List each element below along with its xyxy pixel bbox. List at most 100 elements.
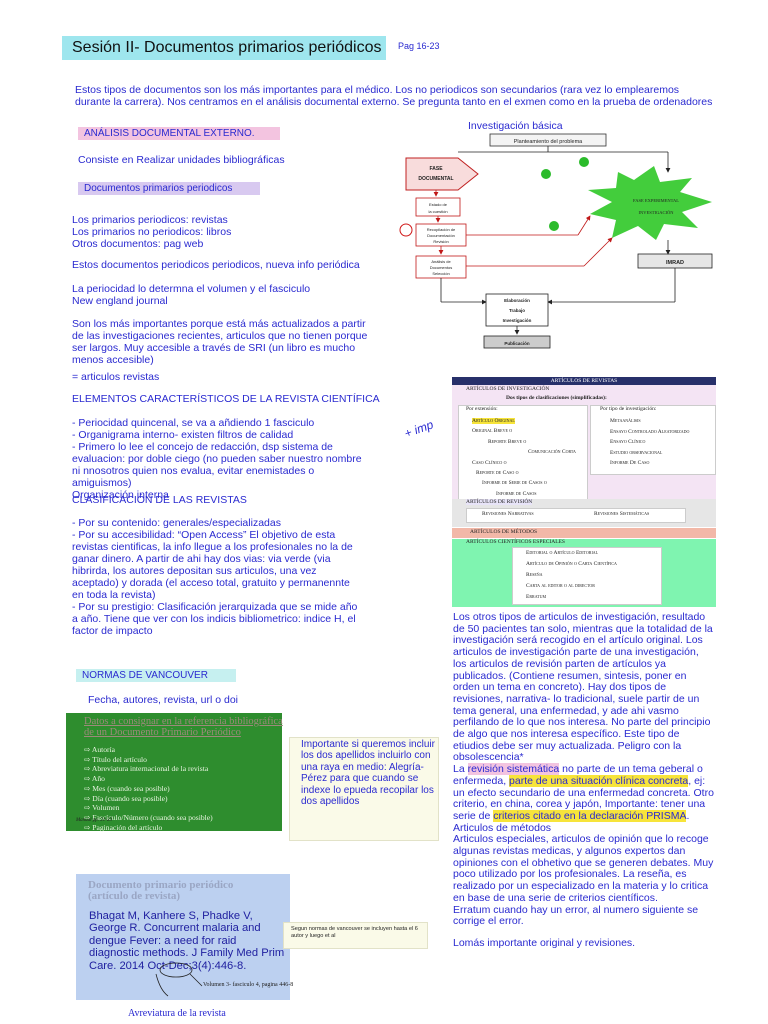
metodos-heading: ARTÍCULOS DE MÉTODOS: [470, 529, 538, 535]
tipo-items: Metaanálisis Ensayo Controlado Aleatoriz…: [600, 416, 689, 469]
rev-item-sistematicas: Revisiones Sistemáticas: [594, 511, 650, 517]
extension-items: Artículo Original Original Breve o Repor…: [462, 416, 576, 499]
elaboracion-label: Elaboración: [504, 298, 530, 303]
datos-item: ⇨ Mes (cuando sea posible): [84, 783, 170, 793]
clasificacion-item: - Por su prestigio: Clasificación jerarq…: [72, 601, 358, 637]
text-span: La: [453, 763, 465, 776]
tipo-libros: Los primarios no periodicos: libros: [72, 226, 232, 238]
circle-mark: [399, 223, 413, 237]
highlight-situacion-clinica: parte de una situación clínica concreta: [509, 774, 689, 787]
reference-heading-line: Documento primario periódico: [88, 879, 234, 891]
dos-tipos: Dos tipos de clasificaciones (simplifica…: [506, 395, 607, 401]
importantes-text: Son los más importantes porque está más …: [72, 318, 368, 366]
abreviatura-label: Avreviatura de la revista: [128, 1008, 226, 1019]
por-tipo-col: [590, 405, 716, 475]
periodicidad-text: La periocidad lo determna el volumen y e…: [72, 283, 310, 307]
datos-item: ⇨ Fascículo/Número (cuando sea posible): [84, 812, 213, 822]
highlight-prisma: criterios citado en la declaración PRISM…: [493, 809, 687, 822]
esp-item: Reseña: [526, 572, 543, 578]
tipo-web: Otros documentos: pag web: [72, 238, 204, 250]
datos-item: ⇨ Paginación del artículo: [84, 822, 163, 832]
reference-heading: Documento primario periódico (artículo d…: [88, 880, 233, 902]
nejm-line: New england journal: [72, 295, 168, 307]
tipos-list: Los primarios periodicos: revistas Los p…: [72, 214, 231, 250]
datos-item: ⇨ Título del artículo: [84, 754, 147, 764]
esp-item: Erratum: [526, 594, 547, 600]
clasificacion-heading: CLASIFICACIÓN DE LAS REVISTAS: [72, 494, 247, 506]
elaboracion-label: Investigación: [503, 318, 532, 323]
investigation-diagram: Planteamiento del problema FASE DOCUMENT…: [399, 133, 713, 349]
page-title: Sesión II- Documentos primarios periódic…: [62, 36, 386, 60]
fecha-autores-text: Fecha, autores, revista, url o doi: [88, 694, 238, 706]
tipo-item: Ensayo Clínico: [610, 439, 646, 446]
annotation-arrows: [155, 962, 203, 997]
elementos-heading: ELEMENTOS CARACTERÍSTICOS DE LA REVISTA …: [72, 393, 380, 405]
fase-experimental-burst: [588, 166, 712, 240]
ext-item: Caso Clínico o: [472, 459, 507, 466]
manual-footnote: Manual pp. 21-23: [76, 818, 112, 823]
nueva-info-text: Estos documentos periodicos periodicos, …: [72, 259, 360, 271]
text-span: , ej: un efecto secundario de una enferm…: [453, 774, 714, 822]
label-docs-primarios: Documentos primarios periodicos: [78, 182, 260, 195]
imrad-label: IMRAD: [666, 260, 684, 266]
revision-heading: ARTÍCULOS DE REVISIÓN: [466, 499, 533, 505]
ext-item: Original Breve o: [472, 428, 513, 435]
vancouver-note-box: [283, 922, 428, 949]
text-span: no parte de un tema geberal o enfermeda,: [453, 763, 703, 787]
tipo-item: Metaanálisis: [610, 418, 641, 424]
box-label: la cuestión: [428, 209, 447, 214]
elaboracion-label: Trabajo: [509, 308, 525, 313]
datos-referencia-list: ⇨ Autoría ⇨ Título del artículo ⇨ Abrevi…: [84, 745, 213, 832]
esp-item: Artículo de Opinión o Carta Científica: [526, 561, 617, 567]
elemento-item: Organización interna: [72, 489, 169, 501]
box-label: Estado de: [429, 202, 448, 207]
erratum-paragraph: Erratum cuando hay un error, al numero s…: [453, 903, 699, 928]
especiales-paragraph: Articulos especiales, articulos de opini…: [453, 833, 714, 904]
datos-referencia-card: [66, 713, 282, 831]
reference-heading-line: (artículo de revista): [88, 890, 181, 902]
fase-exp-label-2: INVESTIGACIÓN: [639, 210, 675, 215]
elemento-item: - Periocidad quincenal, se va a añdiendo…: [72, 417, 315, 429]
esp-item: Editorial o Artículo Editorial: [526, 550, 599, 556]
elaboracion-box: [485, 293, 549, 327]
ext-item: Reporte Breve o: [488, 438, 527, 445]
box-label: Análisis de: [431, 259, 451, 264]
metodos-line: Articulos de métodos: [453, 821, 552, 834]
vancouver-note-text: Segun normas de vancouver se incluyen ha…: [291, 926, 418, 939]
revision-sistematica-paragraph: La revisión sistemática no parte de un t…: [453, 763, 715, 823]
especiales-items-box: [512, 547, 662, 605]
ext-item: Informe de Casos: [496, 490, 537, 497]
fase-doc-label-1: FASE: [429, 166, 443, 172]
box-label: Selección: [432, 271, 449, 276]
star-icon: [541, 169, 551, 179]
ext-item: Informe de Serie de Casos o: [482, 480, 547, 487]
inv-heading: ARTÍCULOS DE INVESTIGACIÓN: [466, 386, 550, 392]
box-label: Documentación: [427, 233, 455, 238]
page-reference: Pag 16-23: [398, 41, 440, 51]
fase-exp-label-1: FASE EXPERIMENTAL: [633, 198, 679, 203]
label-normas-vancouver: NORMAS DE VANCOUVER: [76, 669, 236, 682]
star-icon: [579, 157, 589, 167]
por-tipo-label: Por tipo de investigación:: [600, 406, 657, 412]
ext-item: Comunicación Corta: [528, 449, 576, 456]
datos-item: ⇨ Volumen: [84, 803, 120, 813]
table-header: ARTÍCULOS DE REVISTAS: [452, 377, 716, 385]
consiste-text: Consiste en Realizar unidades bibliográf…: [78, 154, 285, 166]
handwritten-note: + imp: [402, 417, 436, 441]
box-label: Revisión: [433, 239, 448, 244]
datos-item: ⇨ Día (cuando sea posible): [84, 793, 168, 803]
text-span: .: [686, 809, 690, 822]
especiales-items: Editorial o Artículo Editorial Artículo …: [526, 548, 617, 603]
box-label: Documentos: [430, 265, 452, 270]
apellidos-note-box: [289, 737, 439, 841]
importante-line: Lomás importante original y revisiones.: [453, 936, 636, 949]
tipo-revistas: Los primarios periodicos: revistas: [72, 214, 228, 226]
apellidos-note-text: Importante si queremos incluir los dos a…: [301, 739, 435, 808]
fase-documental-shape: [405, 157, 479, 191]
diagram-title: Investigación básica: [468, 120, 563, 132]
publicacion-label: Publicación: [504, 341, 530, 346]
datos-item: ⇨ Abreviatura internacional de la revist…: [84, 764, 209, 774]
box-label: Recopilación de: [427, 227, 456, 232]
elementos-list: - Periocidad quincenal, se va a añdiendo…: [72, 417, 362, 501]
reference-citation: Bhagat M, Kanhere S, Phadke V, George R.…: [89, 910, 285, 972]
